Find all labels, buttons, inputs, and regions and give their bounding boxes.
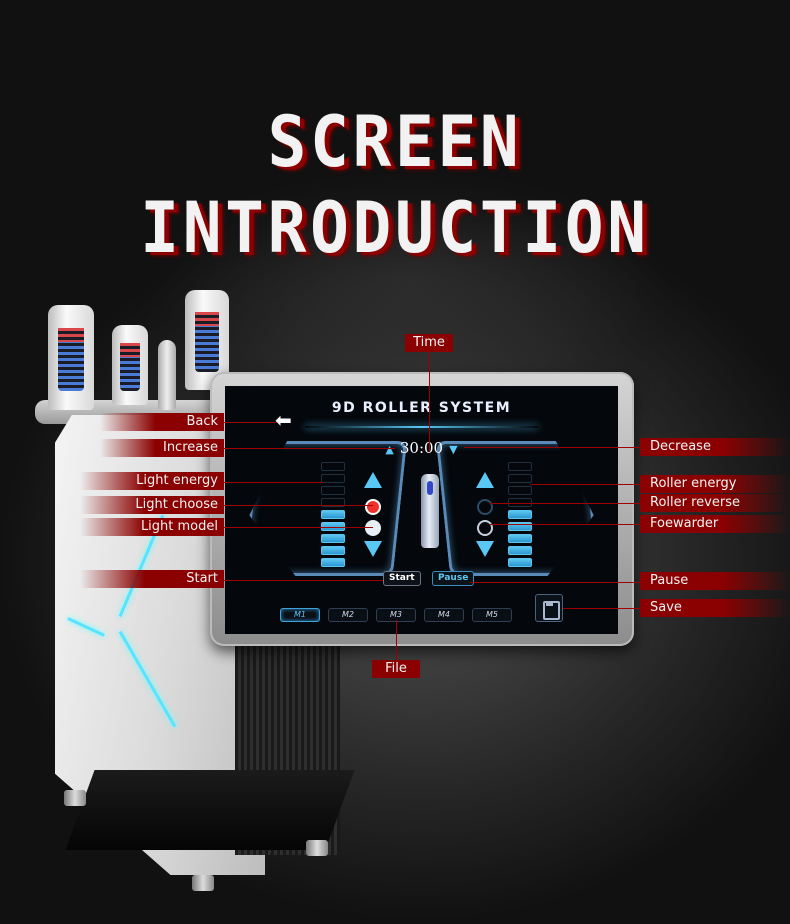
- pause-connector: [470, 582, 640, 583]
- screen-heading: 9D ROLLER SYSTEM: [331, 400, 512, 416]
- page-title-line1: SCREEN: [267, 101, 523, 183]
- save-floppy-icon[interactable]: [535, 594, 563, 622]
- background-silhouette: [150, 170, 670, 390]
- handpiece-large-right: [185, 290, 229, 390]
- roller-handpiece-icon: [421, 474, 439, 548]
- device-foot: [306, 840, 328, 856]
- callout-forwarder: Foewarder: [640, 515, 790, 533]
- heading-glow: [305, 426, 538, 428]
- page-title-line2: INTRODUCTION: [140, 187, 650, 269]
- mode-m5-button[interactable]: M5: [472, 608, 512, 622]
- roller-reverse-icon[interactable]: [477, 499, 493, 515]
- callout-light-model: Light model: [80, 518, 224, 536]
- mode-m2-button[interactable]: M2: [328, 608, 368, 622]
- callout-roller-energy: Roller energy: [640, 475, 790, 493]
- roller-forward-icon[interactable]: [477, 520, 493, 536]
- light-model-connector: [223, 527, 373, 528]
- back-connector: [223, 422, 277, 423]
- roller-energy-connector: [530, 484, 640, 485]
- timer-display: ▲ 30:00 ▼: [225, 439, 618, 457]
- handpiece-slim: [158, 340, 176, 410]
- decrease-time-icon[interactable]: ▼: [449, 443, 458, 456]
- callout-file: File: [372, 660, 420, 678]
- device-foot: [192, 875, 214, 891]
- roller-energy-down-icon[interactable]: [476, 541, 494, 557]
- callout-light-energy: Light energy: [80, 472, 224, 490]
- mode-m4-button[interactable]: M4: [424, 608, 464, 622]
- mode-m1-button[interactable]: M1: [280, 608, 320, 622]
- timer-value: 30:00: [399, 439, 444, 457]
- light-choose-red-icon[interactable]: [365, 499, 381, 515]
- pause-button[interactable]: Pause: [432, 571, 475, 586]
- light-energy-connector: [223, 482, 323, 483]
- start-button[interactable]: Start: [383, 571, 421, 586]
- handpiece-small: [112, 325, 148, 405]
- back-arrow-icon[interactable]: ⬅: [275, 408, 292, 432]
- decrease-connector: [464, 447, 640, 448]
- start-connector: [223, 580, 383, 581]
- roller-reverse-connector: [490, 503, 640, 504]
- roller-energy-up-icon[interactable]: [476, 472, 494, 488]
- file-connector: [396, 620, 397, 660]
- callout-light-choose: Light choose: [80, 496, 224, 514]
- callout-pause: Pause: [640, 572, 790, 590]
- increase-time-icon[interactable]: ▲: [385, 443, 394, 456]
- light-energy-down-icon[interactable]: [364, 541, 382, 557]
- save-connector: [563, 608, 640, 609]
- handpiece-large-left: [48, 305, 94, 410]
- light-choose-connector: [223, 505, 373, 506]
- forward-connector: [490, 524, 640, 525]
- device-touchscreen: 9D ROLLER SYSTEM ⬅ ▲ 30:00 ▼ Start Pause M…: [225, 386, 618, 634]
- time-connector: [429, 352, 430, 452]
- roller-energy-bar: [508, 462, 532, 570]
- callout-roller-reverse: Roller reverse: [640, 494, 790, 512]
- light-energy-up-icon[interactable]: [364, 472, 382, 488]
- callout-back: Back: [100, 413, 224, 431]
- callout-increase: Increase: [100, 439, 224, 457]
- device-foot: [64, 790, 86, 806]
- callout-time: Time: [405, 334, 453, 352]
- light-energy-bar: [321, 462, 345, 570]
- increase-connector: [223, 448, 395, 449]
- device-base: [65, 770, 355, 850]
- callout-save: Save: [640, 599, 790, 617]
- callout-decrease: Decrease: [640, 438, 790, 456]
- callout-start: Start: [80, 570, 224, 588]
- light-model-wave-icon[interactable]: [365, 520, 381, 536]
